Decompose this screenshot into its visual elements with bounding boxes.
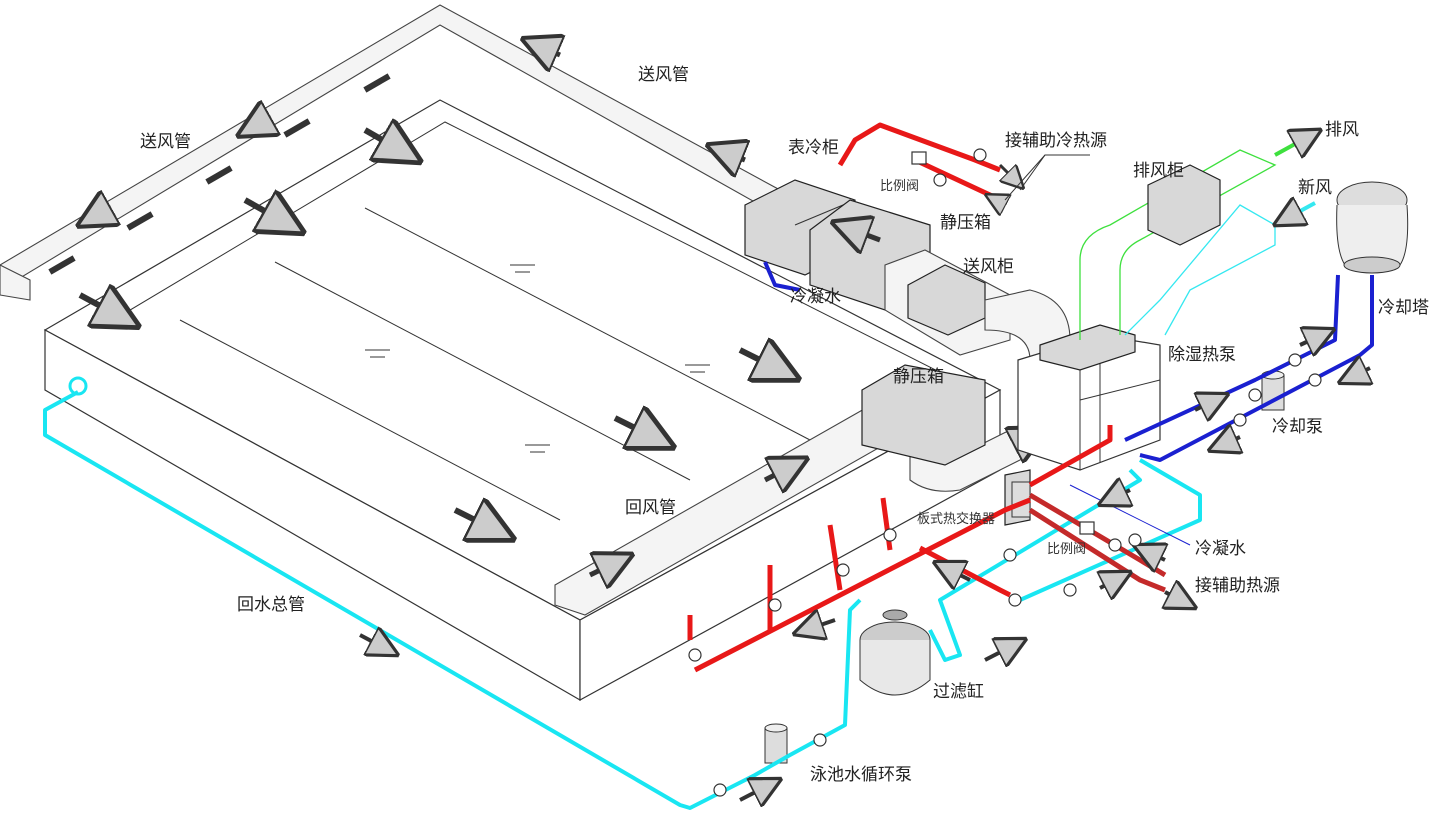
dehumidifier-heat-pump (1017, 324, 1161, 471)
label-aux-hot-cold-source: 接辅助冷热源 (1005, 131, 1107, 151)
plate-heat-exchanger (1004, 469, 1031, 526)
label-exhaust-air: 排风 (1325, 120, 1359, 140)
pool-flow-arrows (78, 130, 790, 535)
fresh-air-duct (1124, 203, 1316, 336)
flow-arrows (359, 165, 1370, 800)
label-return-main: 回水总管 (237, 595, 305, 615)
label-plenum-top: 静压箱 (940, 213, 991, 233)
label-cooling-pump: 冷却泵 (1272, 417, 1323, 437)
label-proportional-valve-top: 比例阀 (880, 179, 919, 194)
label-plate-heat-exchanger: 板式热交换器 (917, 511, 995, 527)
label-cooling-tower: 冷却塔 (1378, 298, 1429, 318)
leader-lines (1004, 154, 1090, 201)
label-fresh-air: 新风 (1298, 178, 1332, 198)
cooling-tower (1336, 181, 1409, 274)
label-condensate-bottom: 冷凝水 (1195, 539, 1246, 559)
labels: 送风管 送风管 表冷柜 接辅助冷热源 比例阀 静压箱 送风柜 冷凝水 排风柜 排… (140, 65, 1429, 785)
swimming-pool (43, 99, 1002, 702)
supply-air-cabinet (907, 264, 1071, 361)
valves (688, 148, 1322, 797)
label-plenum-bottom: 静压箱 (893, 367, 944, 387)
filter-tank (859, 609, 931, 696)
label-proportional-valve-bottom: 比例阀 (1047, 542, 1086, 557)
label-supply-cabinet: 送风柜 (963, 257, 1014, 277)
cooling-water-pipes (763, 261, 1374, 546)
label-filter-tank: 过滤缸 (933, 681, 984, 702)
water-surface-marks (365, 264, 710, 453)
label-aux-heat-source: 接辅助热源 (1195, 576, 1280, 596)
label-exhaust-cabinet: 排风柜 (1133, 161, 1184, 181)
label-dehumidify-heat-pump: 除湿热泵 (1168, 345, 1236, 365)
label-supply-duct-top: 送风管 (638, 65, 689, 85)
label-condensate-top: 冷凝水 (790, 287, 841, 307)
label-return-duct: 回风管 (625, 498, 676, 518)
cooling-pump (1261, 370, 1285, 411)
label-surface-cooler: 表冷柜 (788, 138, 839, 158)
pool-circulation-pump (764, 723, 788, 764)
plenum-box-bottom (861, 364, 986, 466)
label-pool-circulation-pump: 泳池水循环泵 (810, 765, 912, 785)
exhaust-air-duct (1079, 133, 1315, 340)
label-supply-duct-left: 送风管 (140, 132, 191, 152)
